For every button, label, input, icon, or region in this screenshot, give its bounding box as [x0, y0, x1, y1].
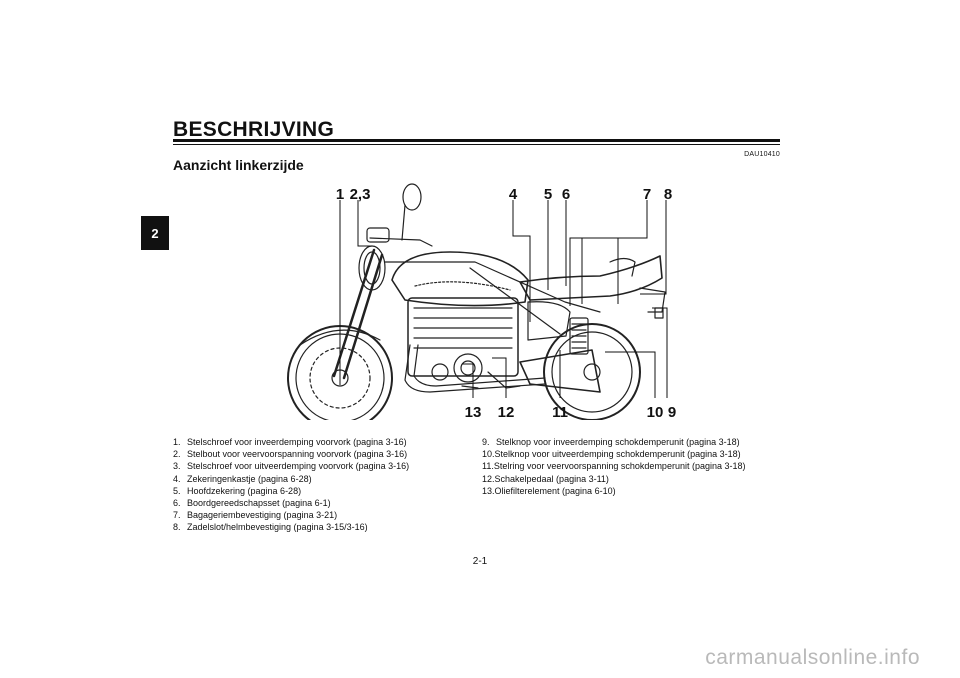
legend-item-9: 9.Stelknop voor inveerdemping schokdempe… [482, 437, 740, 447]
section-title: Aanzicht linkerzijde [173, 157, 304, 173]
legend-item-3: 3.Stelschroef voor uitveerdemping voorvo… [173, 461, 410, 472]
title-rule-thin [173, 144, 780, 145]
legend-left: 1.Stelschroef voor inveerdemping voorvor… [173, 436, 409, 534]
document-code: DAU10410 [744, 151, 780, 158]
callout-8: 8 [663, 186, 673, 203]
page-number-row: 2-1 [0, 556, 960, 567]
callout-6: 6 [561, 186, 571, 203]
legend-item-13: 13.Oliefilterelement (pagina 6-10) [482, 485, 616, 496]
legend-right: 9.Stelknop voor inveerdemping schokdempe… [482, 436, 746, 497]
callout-12: 12 [497, 404, 515, 421]
callout-11: 11 [552, 404, 568, 421]
callout-4: 4 [508, 186, 518, 203]
callout-13: 13 [464, 404, 482, 421]
page-number: 2-1 [472, 556, 488, 567]
title-rule-thick [173, 139, 780, 142]
callout-1: 1 [335, 186, 345, 203]
callout-2-3: 2,3 [349, 186, 371, 203]
legend-item-12: 12.Schakelpedaal (pagina 3-11) [482, 473, 609, 484]
callout-7: 7 [642, 186, 652, 203]
legend-item-6: 6.Boordgereedschapsset (pagina 6-1) [173, 498, 331, 509]
legend-item-7: 7.Bagageriembevestiging (pagina 3-21) [173, 510, 338, 521]
motorcycle-left-side-illustration [287, 183, 668, 420]
legend-item-5: 5.Hoofdzekering (pagina 6-28) [173, 485, 302, 496]
footer-bar: carmanualsonline.info [0, 638, 960, 678]
page-title: BESCHRIJVING [173, 118, 335, 141]
legend-item-10: 10.Stelknop voor uitveerdemping schokdem… [482, 449, 741, 460]
chapter-tab: 2 [141, 216, 169, 250]
legend-item-2: 2.Stelbout voor veervoorspanning voorvor… [173, 449, 408, 460]
callout-10: 10 [646, 404, 664, 421]
footer-watermark[interactable]: carmanualsonline.info [705, 646, 920, 669]
legend-item-1: 1.Stelschroef voor inveerdemping voorvor… [173, 437, 407, 447]
callout-9: 9 [667, 404, 677, 421]
legend-item-8: 8.Zadelslot/helmbevestiging (pagina 3-15… [173, 522, 368, 533]
legend-item-11: 11.Stelring voor veervoorspanning schokd… [482, 461, 746, 472]
legend-item-4: 4.Zekeringenkastje (pagina 6-28) [173, 473, 312, 484]
callout-5: 5 [543, 186, 553, 203]
